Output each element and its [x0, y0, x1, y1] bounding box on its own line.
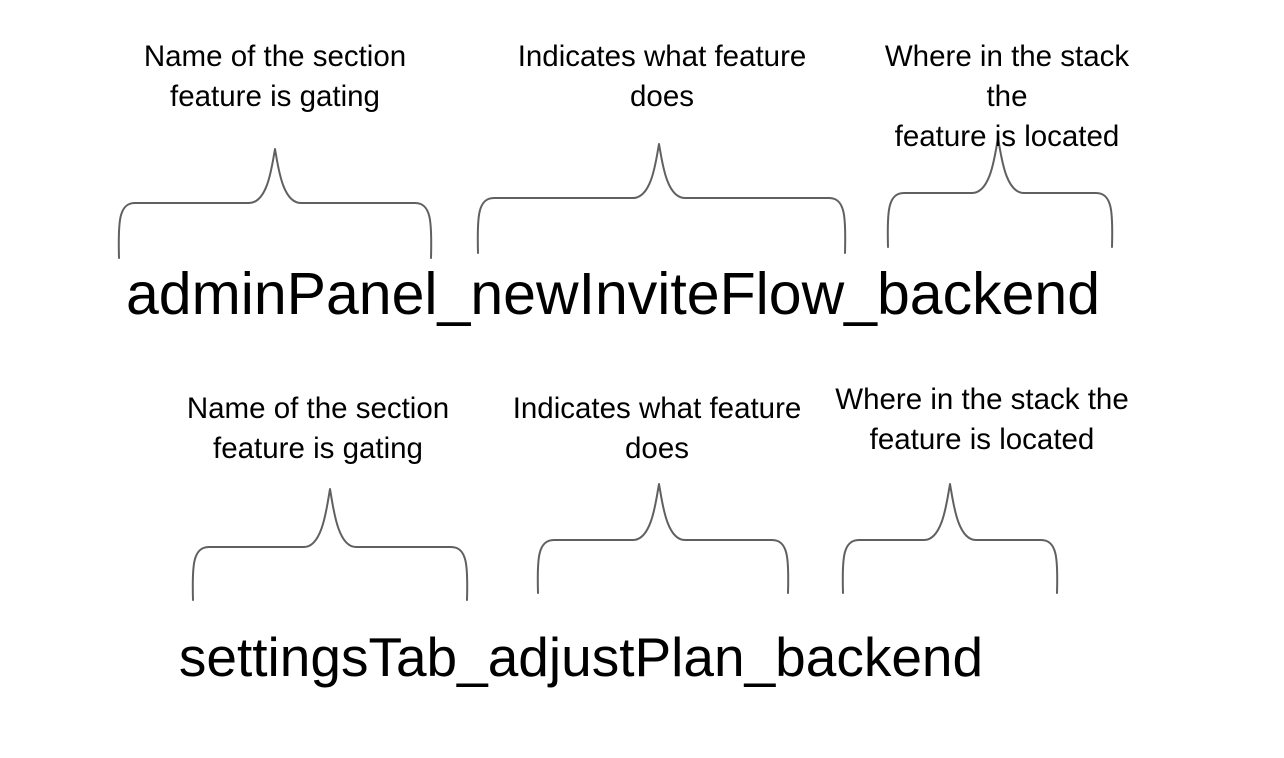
- brace-top-section-segment: [117, 148, 433, 259]
- label-bottom-feature-segment: Indicates what feature does: [512, 392, 802, 465]
- label-bottom-section-segment: Name of the section feature is gating: [186, 392, 450, 465]
- brace-bottom-feature-segment: [536, 483, 790, 594]
- label-top-section-segment: Name of the section feature is gating: [143, 40, 407, 113]
- brace-bottom-section-segment: [191, 488, 469, 601]
- flag-name-settings-tab: settingsTab_adjustPlan_backend: [178, 626, 984, 688]
- label-bottom-stack-segment: Where in the stack the feature is locate…: [835, 383, 1129, 456]
- label-top-stack-segment: Where in the stack the feature is locate…: [884, 40, 1130, 153]
- brace-bottom-stack-segment: [841, 483, 1059, 594]
- flag-name-admin-panel: adminPanel_newInviteFlow_backend: [125, 261, 1101, 327]
- label-top-feature-segment: Indicates what feature does: [517, 40, 807, 113]
- brace-top-feature-segment: [476, 143, 847, 254]
